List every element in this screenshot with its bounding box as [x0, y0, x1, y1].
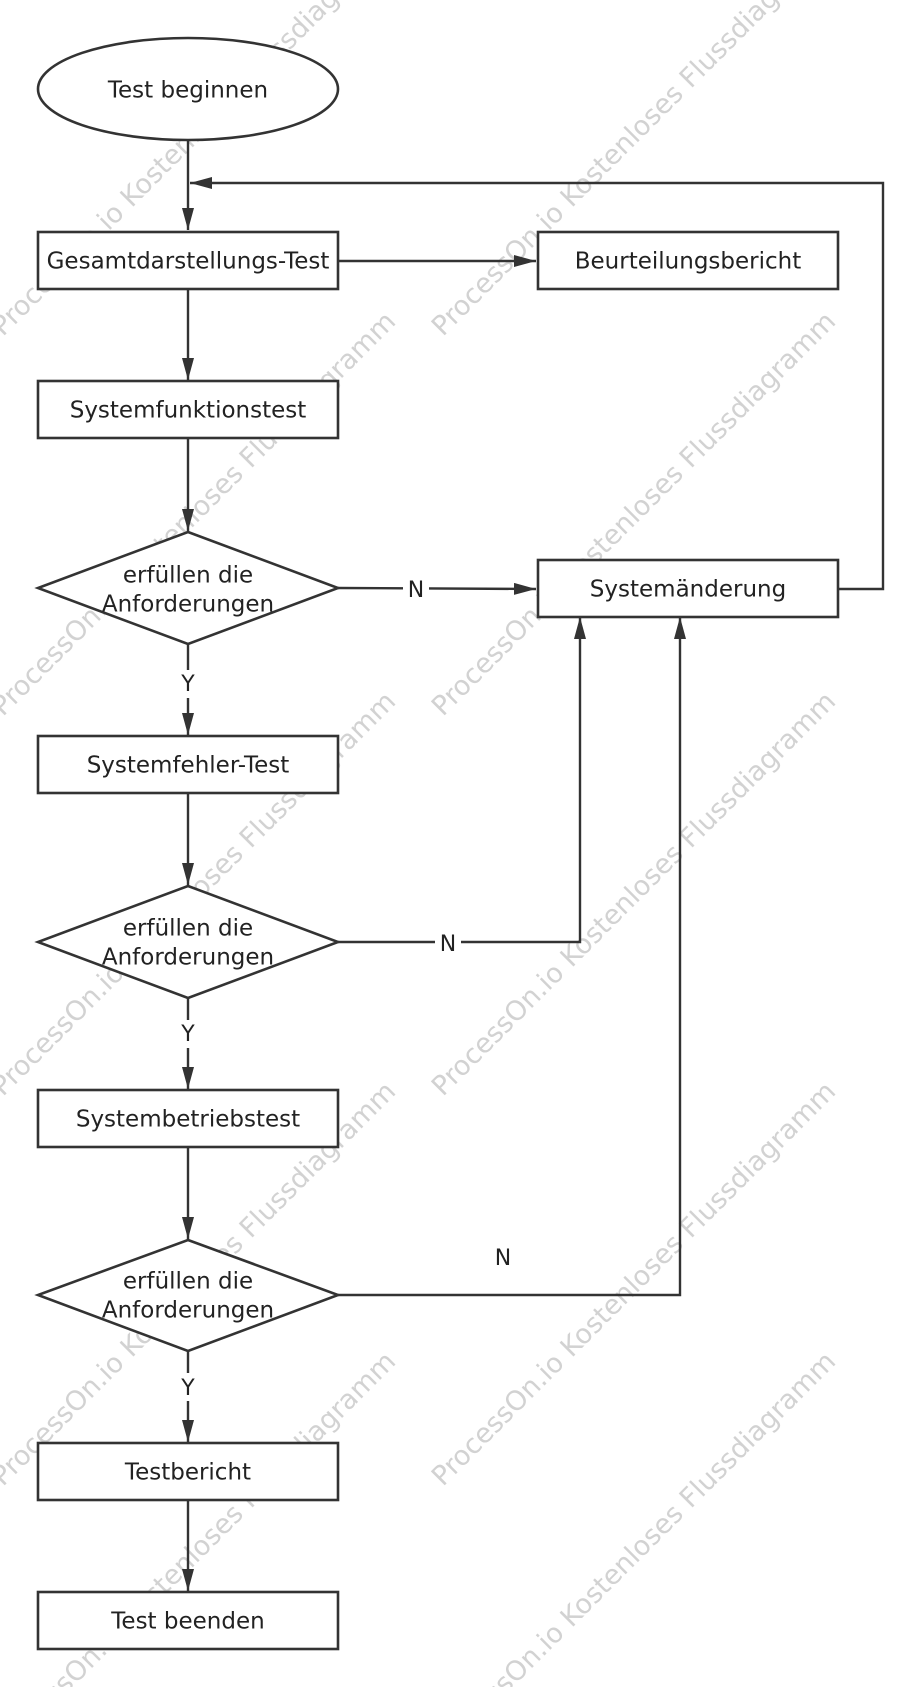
decision-2-label-line1: erfüllen die	[123, 916, 253, 942]
nodes: Test beginnen Gesamtdarstellungs-Test Be…	[34, 36, 840, 1651]
overall-test-label: Gesamtdarstellungs-Test	[47, 249, 330, 275]
decision-3-label-line2: Anforderungen	[102, 1298, 274, 1324]
assessment-report-node: Beurteilungsbericht	[536, 230, 840, 291]
decision-2-label-line2: Anforderungen	[102, 945, 274, 971]
watermark-text-2: ProcessOn.io Kostenloses Flussdiagramm	[426, 0, 842, 342]
watermark-text-9: ProcessOn.io Kostenloses Flussdiagramm	[426, 1346, 842, 1687]
edge-decision1-no	[337, 582, 537, 595]
fault-test-node: Systemfehler-Test	[36, 734, 340, 795]
decision-1-label-line1: erfüllen die	[123, 563, 253, 589]
decision-3-node: erfüllen die Anforderungen	[34, 1238, 342, 1353]
function-test-label: Systemfunktionstest	[70, 398, 307, 424]
edge-change-loop-back	[190, 177, 885, 591]
decision-1-node: erfüllen die Anforderungen	[34, 530, 342, 646]
operation-test-label: Systembetriebstest	[76, 1107, 300, 1133]
watermark-text-6: ProcessOn.io Kostenloses Flussdiagramm	[426, 686, 842, 1102]
test-report-label: Testbericht	[124, 1460, 251, 1486]
overall-test-node: Gesamtdarstellungs-Test	[36, 230, 340, 291]
decision-1-label-line2: Anforderungen	[102, 592, 274, 618]
edge-label-decision2-no: N	[440, 932, 456, 957]
function-test-node: Systemfunktionstest	[36, 379, 340, 440]
decision-2-node: erfüllen die Anforderungen	[34, 884, 342, 1000]
test-report-node: Testbericht	[36, 1441, 340, 1502]
end-node: Test beenden	[36, 1590, 340, 1651]
edge-label-decision3-no: N	[495, 1246, 511, 1271]
operation-test-node: Systembetriebstest	[36, 1088, 340, 1149]
start-label: Test beginnen	[107, 78, 268, 104]
edge-decision2-no	[338, 617, 586, 944]
edge-labels: N Y N Y N Y	[176, 574, 511, 1401]
edge-label-decision2-yes: Y	[180, 1022, 195, 1047]
decision-3-label-line1: erfüllen die	[123, 1269, 253, 1295]
edge-label-decision1-yes: Y	[180, 672, 195, 697]
assessment-report-label: Beurteilungsbericht	[575, 249, 802, 275]
start-node: Test beginnen	[36, 36, 340, 142]
watermark-text-3: ProcessOn.io Kostenloses Flussdiagramm	[0, 306, 402, 722]
edge-label-decision1-no: N	[408, 578, 424, 603]
end-label: Test beenden	[110, 1609, 264, 1635]
system-change-node: Systemänderung	[536, 558, 840, 619]
system-change-label: Systemänderung	[590, 577, 786, 603]
edges	[182, 141, 885, 1591]
fault-test-label: Systemfehler-Test	[87, 753, 290, 779]
edge-decision3-no	[338, 617, 686, 1297]
watermark-text-4: ProcessOn.io Kostenloses Flussdiagramm	[426, 306, 842, 722]
edge-label-decision3-yes: Y	[180, 1376, 195, 1401]
